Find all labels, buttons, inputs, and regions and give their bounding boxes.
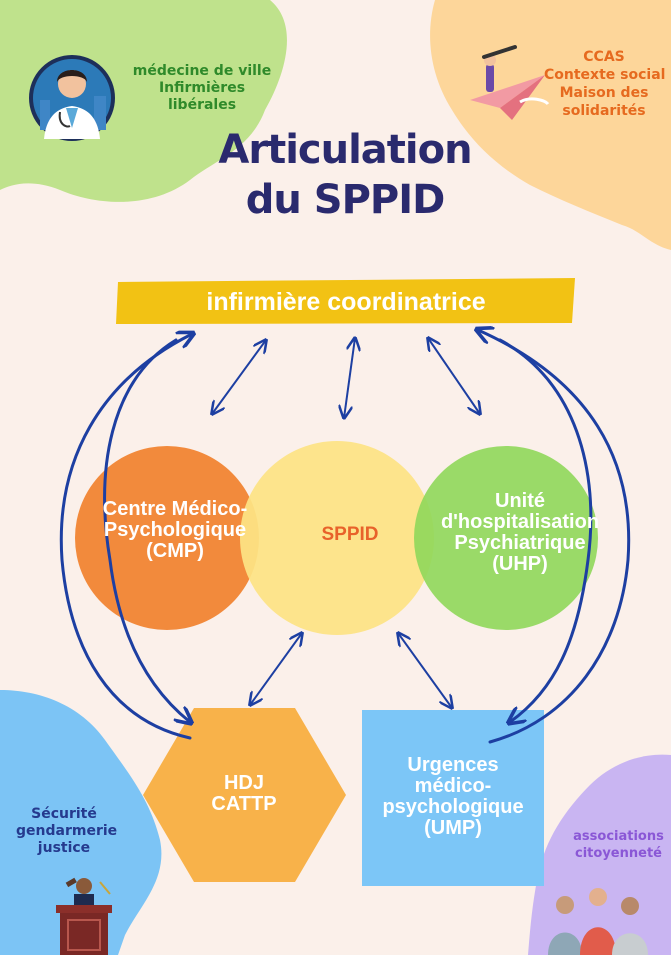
uhp-line-2: d'hospitalisation: [440, 511, 600, 533]
uhp-line-4: (UHP): [492, 553, 548, 575]
bottom-left-line-2: gendarmerie: [16, 823, 118, 839]
top-right-line-4: solidarités: [562, 103, 646, 119]
ump-square: [362, 710, 544, 886]
sppid-circle: [240, 441, 434, 635]
title-line-1: Articulation: [218, 127, 472, 173]
top-right-label: CCAS Contexte social Maison des solidari…: [544, 48, 666, 120]
top-left-line-2: Infirmières: [158, 80, 246, 96]
bottom-left-blob: [0, 690, 162, 955]
sppid-label: SPPID: [321, 524, 379, 545]
bottom-left-label: Sécurité gendarmerie justice: [16, 806, 118, 857]
arrow-sppid-ump: [398, 633, 452, 708]
hdj-line-2: CATTP: [211, 793, 277, 815]
top-right-line-1: CCAS: [583, 49, 625, 65]
arrow-banner-sppid: [344, 338, 355, 418]
ump-line-2: médico-: [414, 775, 492, 797]
banner-shape: [116, 278, 575, 324]
arrow-sppid-hdj: [250, 633, 302, 705]
uhp-line-3: Psychiatrique: [454, 532, 586, 554]
top-right-line-3: Maison des: [559, 85, 649, 101]
bottom-right-line-1: associations: [573, 829, 664, 844]
cmp-line-1: Centre Médico-: [102, 498, 248, 520]
title-line-2: du SPPID: [245, 177, 446, 223]
uhp-label: Unité d'hospitalisation Psychiatrique (U…: [420, 491, 620, 575]
uhp-line-1: Unité: [495, 490, 545, 512]
banner-label: infirmière coordinatrice: [206, 288, 486, 316]
ump-line-4: (UMP): [424, 817, 482, 839]
cmp-circle: [75, 446, 259, 630]
bottom-right-label: associations citoyenneté: [566, 828, 671, 862]
paper-plane-telescope-icon: [470, 45, 550, 120]
curve-arrow-right-outer: [478, 330, 631, 744]
doctor-icon: [29, 55, 115, 141]
cmp-line-3: (CMP): [146, 540, 204, 562]
curve-arrow-left-inner: [103, 338, 190, 722]
top-left-label: médecine de ville Infirmières libérales: [128, 63, 276, 114]
cmp-label: Centre Médico- Psychologique (CMP): [75, 499, 275, 562]
cmp-line-2: Psychologique: [103, 519, 247, 541]
arrow-banner-uhp: [428, 338, 480, 414]
arrow-banner-cmp: [212, 340, 266, 414]
curve-arrow-left-outer: [59, 334, 192, 740]
top-right-line-2: Contexte social: [544, 67, 666, 83]
bottom-left-line-3: justice: [37, 840, 91, 856]
ump-line-3: psychologique: [382, 796, 524, 818]
top-left-line-3: libérales: [167, 97, 237, 113]
group-of-people-icon: [548, 888, 648, 955]
hdj-label: HDJ CATTP: [194, 773, 294, 815]
bottom-right-line-2: citoyenneté: [575, 846, 662, 861]
uhp-circle: [414, 446, 598, 630]
ump-line-1: Urgences: [407, 754, 499, 776]
curve-arrow-right-inner: [498, 338, 593, 722]
top-left-line-1: médecine de ville: [132, 63, 272, 79]
top-left-blob: [0, 0, 287, 202]
judge-podium-icon: [56, 877, 112, 955]
hdj-line-1: HDJ: [223, 772, 264, 794]
bottom-left-line-1: Sécurité: [31, 806, 97, 822]
ump-label: Urgences médico- psychologique (UMP): [362, 755, 544, 839]
hdj-hexagon: [143, 708, 346, 882]
